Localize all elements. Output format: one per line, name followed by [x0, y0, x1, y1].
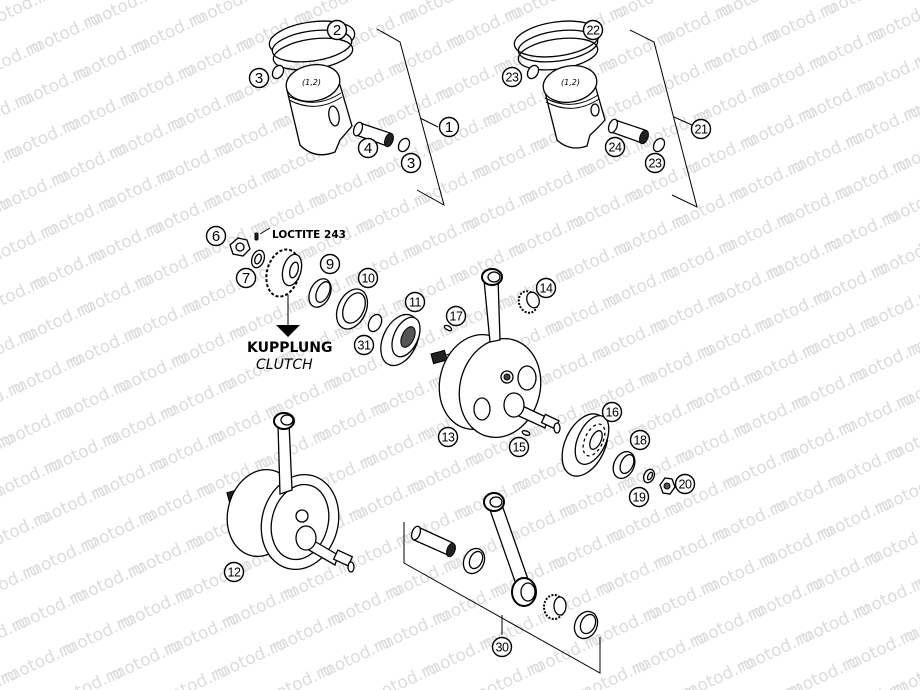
- group-bracket: [376, 28, 445, 207]
- svg-text:6: 6: [212, 228, 220, 245]
- connecting-rod-icon: [483, 492, 537, 607]
- svg-text:31: 31: [358, 339, 371, 353]
- callout-labels: 1233467910111213141516171819202122232324…: [205, 19, 712, 658]
- needle-bearing-icon: [543, 594, 567, 620]
- callout-c19: 19: [628, 486, 650, 508]
- crankshaft-assembly-12: [226, 412, 355, 573]
- piston-pin-icon: [352, 121, 394, 148]
- callout-c16: 16: [601, 401, 623, 423]
- piston-pin-icon: [410, 525, 456, 558]
- svg-text:3: 3: [255, 70, 263, 87]
- svg-text:14: 14: [540, 282, 553, 296]
- piston-group-b: (1,2): [513, 20, 698, 208]
- piston-mark-b: (1,2): [561, 78, 580, 87]
- circlip-icon: [652, 137, 666, 153]
- circlip-icon: [397, 137, 411, 153]
- svg-text:4: 4: [364, 140, 372, 157]
- callout-c4: 4: [357, 137, 379, 159]
- callout-c18: 18: [629, 429, 651, 451]
- callout-c17: 17: [445, 305, 467, 327]
- svg-text:23: 23: [506, 71, 519, 85]
- callout-c31: 31: [353, 334, 375, 356]
- svg-text:30: 30: [496, 641, 509, 655]
- svg-text:23: 23: [649, 157, 662, 171]
- callout-c11: 11: [404, 291, 426, 313]
- svg-text:16: 16: [606, 406, 619, 420]
- callout-c21: 21: [690, 118, 712, 140]
- piston-pin-icon: [607, 118, 649, 145]
- o-ring-icon: [367, 313, 383, 333]
- svg-text:18: 18: [634, 434, 647, 448]
- kupplung-label: KUPPLUNG: [247, 340, 333, 356]
- crankshaft-assembly-13: [430, 268, 561, 439]
- svg-text:10: 10: [362, 272, 375, 286]
- svg-text:9: 9: [326, 256, 334, 273]
- callout-c23b: 23: [644, 152, 666, 174]
- svg-text:22: 22: [587, 24, 600, 38]
- piston-icon: (1,2): [285, 64, 353, 156]
- svg-text:7: 7: [242, 270, 250, 287]
- svg-text:17: 17: [450, 310, 463, 324]
- clutch-label: CLUTCH: [256, 357, 313, 373]
- circlip-icon: [271, 64, 285, 80]
- callout-c24: 24: [604, 136, 626, 158]
- circlip-icon: [526, 64, 540, 80]
- piston-mark-a: (1,2): [302, 78, 321, 87]
- callout-c6: 6: [205, 225, 227, 247]
- svg-text:21: 21: [695, 123, 708, 137]
- callout-c1: 1: [438, 116, 460, 138]
- piston-icon: (1,2): [542, 65, 606, 149]
- piston-group-a: (1,2): [268, 20, 445, 207]
- callout-c13: 13: [437, 426, 459, 448]
- clutch-side-parts: [229, 227, 421, 367]
- ball-bearing-icon: [561, 413, 610, 477]
- svg-text:3: 3: [407, 155, 415, 172]
- svg-text:1: 1: [445, 119, 453, 136]
- svg-text:13: 13: [442, 431, 455, 445]
- svg-text:2: 2: [333, 22, 341, 39]
- callout-c3a: 3: [248, 67, 270, 89]
- svg-text:19: 19: [633, 491, 646, 505]
- svg-text:24: 24: [609, 141, 622, 155]
- callout-c15: 15: [508, 436, 530, 458]
- callout-c10: 10: [357, 267, 379, 289]
- ball-bearing-icon: [380, 313, 421, 367]
- callout-c2: 2: [326, 19, 348, 41]
- pin-icon: [521, 430, 531, 436]
- callout-c14: 14: [535, 277, 557, 299]
- ignition-side-parts: [561, 413, 676, 495]
- callout-c3b: 3: [400, 152, 422, 174]
- primary-gear-icon: [265, 248, 303, 298]
- group-bracket: [629, 29, 698, 208]
- callout-c20: 20: [674, 473, 696, 495]
- arrow-down-icon: [276, 325, 300, 337]
- svg-text:12: 12: [228, 566, 241, 580]
- needle-bearing-icon: [517, 290, 540, 314]
- conrod-kit-30: [403, 492, 601, 674]
- callout-c23a: 23: [501, 66, 523, 88]
- svg-text:15: 15: [513, 441, 526, 455]
- loctite-note: LOCTITE 243: [272, 229, 346, 241]
- pin-icon: [443, 324, 453, 332]
- svg-text:20: 20: [679, 478, 692, 492]
- callout-c30: 30: [491, 636, 513, 658]
- svg-text:11: 11: [409, 296, 422, 310]
- piston-rings-icon: [268, 20, 356, 71]
- callout-c22: 22: [582, 19, 604, 41]
- callout-c7: 7: [235, 267, 257, 289]
- callout-c9: 9: [319, 253, 341, 275]
- callout-c12: 12: [223, 561, 245, 583]
